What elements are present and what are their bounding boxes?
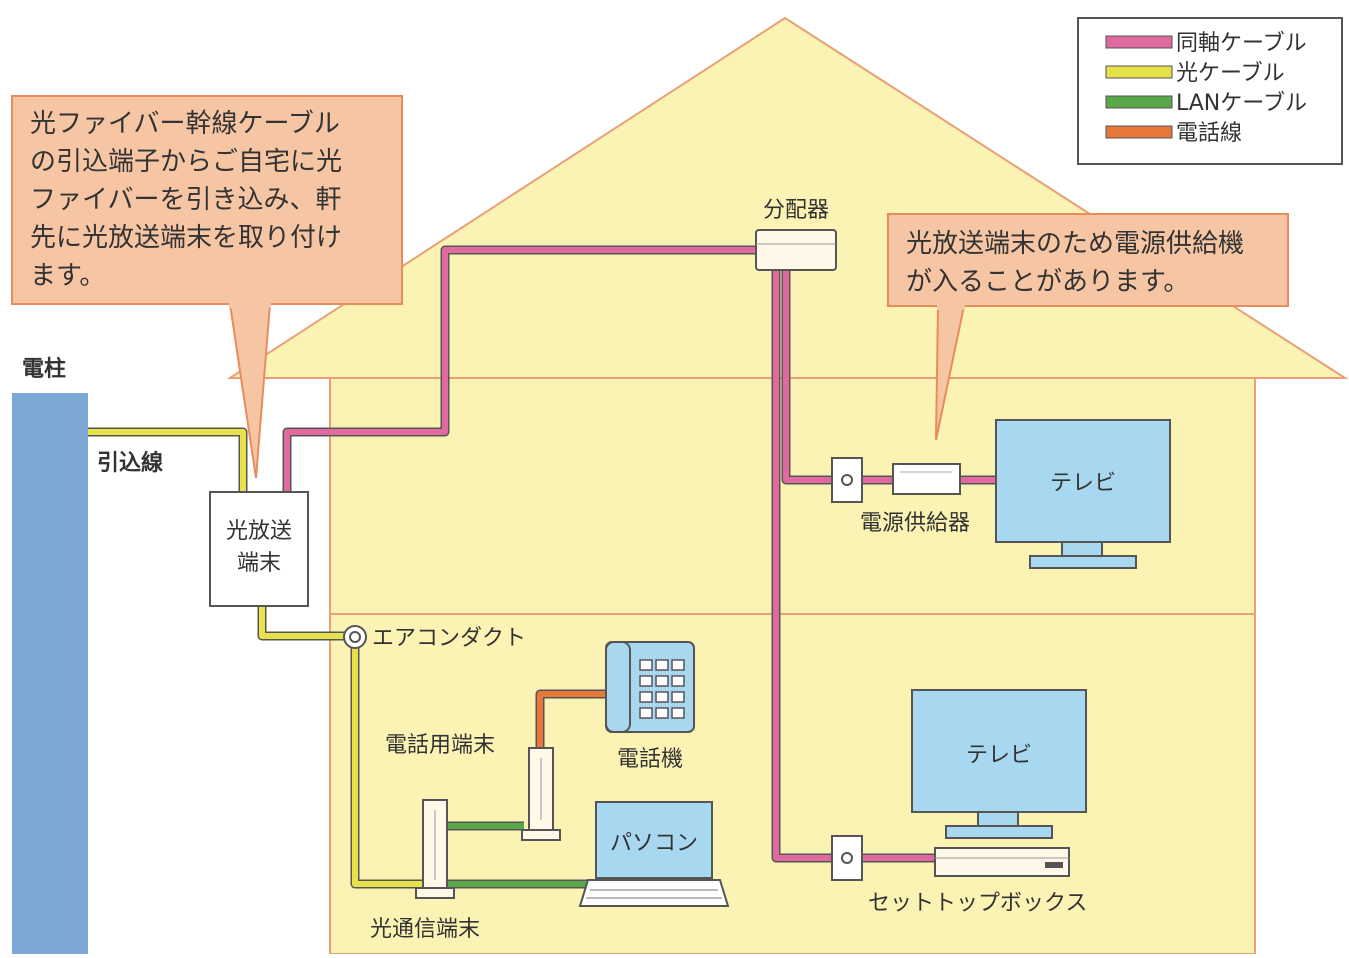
tv-upper-label: テレビ — [1050, 471, 1116, 496]
air-duct-label: エアコンダクト — [372, 626, 526, 651]
optical-terminal-label-1: 光放送 — [226, 519, 292, 544]
dropline-label: 引込線 — [97, 450, 163, 476]
legend-swatch — [1105, 65, 1173, 79]
optical-broadcast-terminal: 光放送 端末 — [209, 491, 309, 607]
cables — [88, 245, 996, 889]
stb-label: セットトップボックス — [868, 891, 1087, 916]
wall-outlet-upper — [831, 457, 863, 503]
utility-pole — [12, 393, 88, 954]
tv-lower: テレビ — [911, 689, 1087, 839]
set-top-box — [934, 847, 1070, 877]
callout-left-line-2: の引込端子からご自宅に光 — [30, 147, 342, 177]
callout-right: 光放送端末のため電源供給機 が入ることがあります。 — [887, 213, 1289, 441]
legend-swatch — [1105, 35, 1173, 49]
pole-label: 電柱 — [22, 357, 66, 382]
phone-terminal-label: 電話用端末 — [385, 733, 495, 758]
tv-lower-label: テレビ — [966, 743, 1032, 768]
callout-left: 光ファイバー幹線ケーブル の引込端子からご自宅に光 ファイバーを引き込み、軒 先… — [11, 95, 403, 479]
phone-label: 電話機 — [617, 747, 683, 772]
legend-swatch — [1105, 125, 1173, 139]
legend-label: 光ケーブル — [1176, 61, 1285, 86]
power-supply-label: 電源供給器 — [860, 511, 970, 536]
pc-label: パソコン — [610, 831, 698, 856]
tv-upper: テレビ — [995, 419, 1171, 569]
callout-left-line-5: ます。 — [30, 261, 105, 291]
legend-label: 同軸ケーブル — [1176, 31, 1307, 56]
splitter-label: 分配器 — [763, 198, 829, 223]
laptop-icon: パソコン — [578, 801, 730, 907]
telephone-icon — [605, 641, 695, 733]
callout-left-line-1: 光ファイバー幹線ケーブル — [30, 109, 340, 139]
onu-label: 光通信端末 — [370, 917, 480, 942]
callout-left-line-4: 先に光放送端末を取り付け — [30, 223, 342, 253]
legend-swatch — [1105, 95, 1173, 109]
phone-terminal — [521, 747, 561, 841]
optical-terminal-label-2: 端末 — [237, 551, 281, 576]
power-supply-unit — [892, 463, 961, 495]
legend-label: LANケーブル — [1176, 91, 1307, 116]
callout-left-line-3: ファイバーを引き込み、軒 — [30, 185, 341, 215]
callout-right-line-2: が入ることがあります。 — [906, 267, 1189, 297]
wall-outlet-lower — [831, 835, 863, 881]
air-duct-icon — [343, 625, 367, 649]
callout-right-line-1: 光放送端末のため電源供給機 — [906, 229, 1244, 259]
legend-label: 電話線 — [1176, 121, 1242, 146]
splitter — [755, 229, 837, 271]
onu-device — [415, 799, 455, 899]
